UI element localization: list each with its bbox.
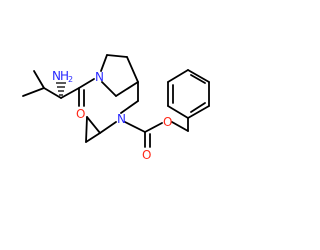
bond-carbamate-o-ester — [144, 122, 163, 133]
bond-cyclo-2 — [85, 116, 88, 143]
molecule-drawing: N H 2 O N N O O — [22, 54, 210, 162]
bond-ch3-left-ch — [22, 87, 45, 97]
bond-ringn-c2 — [100, 54, 108, 72]
atom-label-nh2: N H 2 — [52, 69, 73, 84]
bond-n-cyclopropyl — [99, 121, 117, 134]
bond-o-benzyl-ch2 — [171, 121, 189, 132]
carbamate-nitrogen-label: N — [117, 112, 126, 126]
bond-c3-c4 — [126, 56, 139, 83]
bond-n-carbamate-c — [124, 121, 146, 133]
carbamate-ester-oxygen-label: O — [163, 115, 172, 129]
carbamate-carbonyl-oxygen-label: O — [142, 148, 151, 162]
amide-oxygen-label: O — [76, 107, 85, 121]
phenyl-ring — [167, 69, 210, 119]
bond-cyclo-3 — [85, 132, 101, 143]
bond-cyclo-1 — [86, 116, 101, 134]
bond-calpha-carbonyl — [60, 87, 80, 99]
bond-c2-c3 — [106, 54, 128, 58]
bond-ch-calpha — [43, 87, 62, 99]
bond-ch3-top-ch — [33, 70, 45, 89]
stereo-hash-bond — [56, 82, 66, 96]
bond-ch2-n — [120, 100, 139, 114]
structure-canvas: N H 2 O N N O O — [22, 54, 210, 162]
amine-n-label: N — [52, 69, 61, 83]
amine-h-label: H — [60, 69, 69, 83]
ring-nitrogen-label: N — [95, 70, 104, 84]
bond-c5-ringn — [101, 81, 117, 97]
amine-h-count: 2 — [68, 75, 73, 84]
bond-c4-c5 — [115, 81, 139, 97]
bond-carbonyl-ringn — [78, 78, 95, 89]
